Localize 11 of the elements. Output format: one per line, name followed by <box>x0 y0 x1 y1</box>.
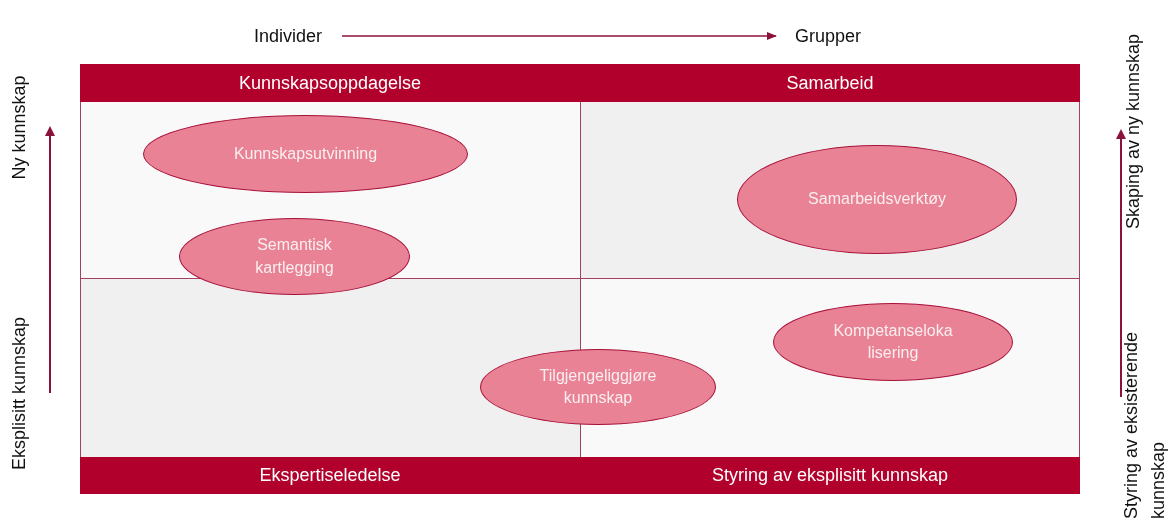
axis-label: Individer <box>238 24 338 48</box>
axis-label: Styring av eksisterende kunnskap <box>1120 330 1169 519</box>
header-bar: Kunnskapsoppdagelse <box>80 64 580 102</box>
arrow <box>341 32 777 40</box>
axis-label: Grupper <box>780 24 876 48</box>
axis-label: Skaping av ny kunnskap <box>1121 32 1144 231</box>
axis-label: Ny kunnskap <box>7 73 30 182</box>
axis-label: Eksplisitt kunnskap <box>7 315 30 472</box>
footer-bar: Styring av eksplisitt kunnskap <box>580 457 1080 494</box>
footer-bar: Ekspertiseledelse <box>80 457 580 494</box>
header-bar: Samarbeid <box>580 64 1080 102</box>
